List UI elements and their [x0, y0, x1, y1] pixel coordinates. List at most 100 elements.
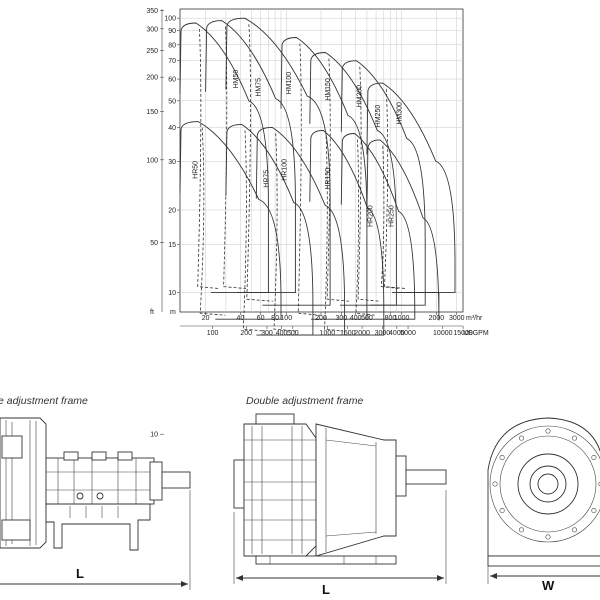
bearing-cap-2 — [91, 451, 107, 461]
flow-m3hr-tick-label: 200 — [315, 315, 327, 322]
hr-curve-label: HR100 — [281, 159, 288, 181]
flow-usgpm-tick-label: 200 — [240, 330, 252, 337]
m-tick-label: 40 — [168, 125, 176, 132]
ft-tick-label: 250 — [146, 48, 158, 55]
drive-shaft — [405, 469, 447, 485]
hm-curve-dashed-limit — [384, 89, 407, 289]
flow-usgpm-tick-label: 1500 — [340, 330, 356, 337]
flow-usgpm-tick-label: 100 — [207, 330, 219, 337]
flow-usgpm-tick-label: 1000 — [320, 330, 336, 337]
pump-casing-side — [243, 423, 317, 557]
casing-flange-lines — [5, 420, 37, 546]
base-feet — [269, 556, 377, 564]
hm-curve-label: HM150 — [325, 78, 332, 101]
hm-curve-envelope — [205, 20, 296, 294]
hr-curve-envelope — [366, 139, 440, 321]
hm-curve-dashed-limit — [197, 28, 220, 289]
flow-m3hr-tick-label: 60 — [257, 315, 265, 322]
bearing-cap-3 — [117, 451, 133, 461]
end-bearing — [395, 455, 407, 497]
m-tick-label: 80 — [168, 42, 176, 49]
flow-m3hr-unit: m³/hr — [466, 315, 483, 322]
ft-tick-label: 200 — [146, 75, 158, 82]
hm-curve-dashed-limit — [326, 58, 349, 302]
hm-curve-dashed-limit — [297, 43, 320, 316]
casing-rib-lines — [244, 426, 316, 554]
chart-plot-area — [179, 8, 464, 313]
flow-m3hr-tick-label: 1000 — [394, 315, 410, 322]
hm-curve-label: HM250 — [375, 105, 382, 128]
adjustment-frame-base — [45, 503, 151, 551]
hr-curve-dashed-limit — [273, 133, 297, 332]
flow-m3hr-tick-label: 40 — [236, 315, 244, 322]
ft-tick-label: 350 — [146, 8, 158, 15]
hr-curve-label: HR75 — [263, 170, 270, 188]
hr-curve-envelope — [340, 133, 416, 320]
casing-lower-block — [1, 519, 31, 541]
m-tick-label: 100 — [164, 16, 176, 23]
middle-dim-arrow-left — [236, 575, 243, 581]
adjuster-nut-1 — [76, 492, 84, 500]
hm-curve-dashed-limit — [246, 24, 273, 302]
bearing-end-cap — [149, 461, 163, 501]
m-tick-label: 60 — [168, 77, 176, 84]
flow-usgpm-tick-label: 400 — [276, 330, 288, 337]
impeller-eye-outer — [517, 453, 579, 515]
hm-curve-label: HM100 — [286, 72, 293, 95]
m-tick-label: 15 — [168, 242, 176, 249]
hm-curve-envelope — [309, 52, 397, 306]
hm-curve-label: HM300 — [397, 102, 404, 125]
casing-volute-outer — [489, 425, 600, 543]
flow-m3hr-tick-label: 20 — [202, 315, 210, 322]
single-adjustment-frame-caption: e adjustment frame — [0, 395, 88, 407]
m-tick-label: 30 — [168, 159, 176, 166]
left-dim-arrow — [181, 581, 188, 587]
hr-curve-label: HR50 — [192, 161, 199, 179]
flow-m3hr-tick-label: 400 — [350, 315, 362, 322]
hm-curve-label: HM50 — [233, 70, 240, 89]
frame-housing-edges — [325, 428, 377, 552]
flow-usgpm-tick-label: 2000 — [354, 330, 370, 337]
flow-m3hr-tick-label: 300 — [335, 315, 347, 322]
hr-curve-dashed-limit — [324, 136, 344, 332]
front-flange-bolts — [492, 428, 600, 540]
impeller-eye-middle — [529, 465, 567, 503]
hr-curve-label: HR150 — [325, 168, 332, 190]
pump-shaft — [161, 471, 191, 489]
bearing-housing-details — [46, 458, 154, 504]
flow-m3hr-tick-label: 3000 — [449, 315, 465, 322]
hr-curve-dashed-limit — [355, 139, 375, 316]
hm-curve-label: HM75 — [256, 78, 263, 97]
right-dim-arrow-left — [490, 573, 497, 579]
flange-bolt — [492, 481, 498, 487]
suction-flange — [233, 459, 245, 509]
m-tick-label: 10 — [168, 290, 176, 297]
casing-volute-ring — [499, 435, 597, 533]
hr-curve-envelope — [179, 121, 282, 320]
hm-curve-envelope — [179, 22, 269, 294]
flange-bolt — [591, 507, 597, 513]
hm-curve-envelope — [280, 37, 368, 320]
hr-curve-dashed-limit — [242, 130, 266, 332]
hm-curve-label: HM200 — [357, 85, 364, 108]
ft-tick-label: 10 — [150, 432, 158, 439]
ft-tick-label: 50 — [150, 240, 158, 247]
flange-bolt — [571, 527, 577, 533]
m-tick-label: 50 — [168, 98, 176, 105]
flow-usgpm-tick-label: 3000 — [375, 330, 391, 337]
flow-usgpm-tick-label: 5000 — [400, 330, 416, 337]
casing-bolt-block — [1, 435, 23, 459]
hr-curve-label: HR200 — [368, 205, 375, 227]
hm-curve-envelope — [366, 82, 456, 294]
flange-bolt — [545, 428, 551, 434]
flange-bolt — [518, 527, 524, 533]
pump-front-view-drawing: W — [487, 417, 600, 593]
flow-usgpm-unit: USGPM — [463, 330, 489, 337]
flange-bolt — [518, 435, 524, 441]
hr-curve-envelope — [309, 129, 385, 336]
hr-curve-envelope — [225, 123, 314, 336]
